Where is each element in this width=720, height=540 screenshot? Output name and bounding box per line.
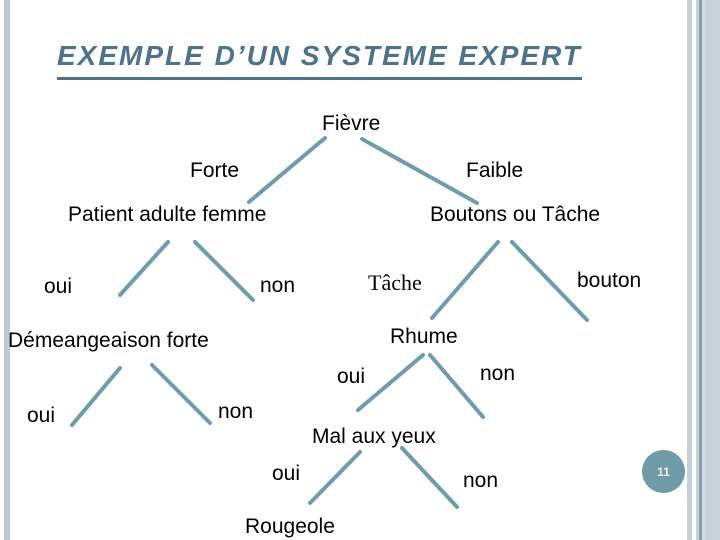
node-rougeole: Rougeole — [245, 515, 335, 538]
edge-boutons-bouton — [510, 240, 589, 322]
edge-rhume-non — [428, 353, 485, 419]
edge-patient-oui — [118, 240, 170, 297]
branch-label-non-demeangeaison: non — [218, 400, 254, 423]
branch-label-forte: Forte — [190, 159, 240, 182]
branch-label-bouton: bouton — [577, 269, 642, 292]
branch-label-tache: Tâche — [368, 270, 422, 295]
node-mal-aux-yeux: Mal aux yeux — [312, 425, 436, 448]
branch-label-non-mal-aux-yeux: non — [463, 469, 499, 492]
edge-malyeux-non — [400, 446, 459, 509]
node-demeangeaison-forte: Démeangeaison forte — [8, 329, 209, 352]
page-title: EXEMPLE D’UN SYSTEME EXPERT — [57, 40, 582, 80]
branch-label-oui-mal-aux-yeux: oui — [272, 462, 301, 485]
branch-label-oui-demeangeaison: oui — [27, 404, 56, 427]
right-border-stripe-thin — [687, 0, 692, 540]
node-rhume: Rhume — [390, 325, 458, 348]
branch-label-non-rhume: non — [480, 362, 516, 385]
branch-label-faible: Faible — [466, 159, 524, 182]
edge-patient-non — [193, 240, 255, 302]
edge-malyeux-oui — [308, 450, 362, 505]
node-boutons-ou-tache: Boutons ou Tâche — [430, 203, 601, 226]
right-border-stripe-dark-line — [699, 0, 702, 540]
edge-fievre-forte — [247, 136, 327, 204]
right-border-stripe-light-line — [702, 0, 706, 540]
edge-demeangeaison-non — [150, 363, 212, 425]
edge-demeangeaison-oui — [70, 366, 122, 427]
node-fievre: Fièvre — [322, 112, 381, 135]
edge-fievre-faible — [360, 137, 479, 205]
right-border-stripe-wide — [696, 0, 720, 540]
left-border-stripe — [4, 0, 10, 540]
branch-label-non-patient: non — [260, 274, 296, 297]
branch-label-oui-rhume: oui — [337, 365, 366, 388]
edge-rhume-oui — [356, 353, 425, 412]
page-number: 11 — [657, 464, 670, 479]
branch-label-oui-patient: oui — [44, 275, 73, 298]
page-number-badge: 11 — [642, 450, 685, 493]
edge-boutons-tache — [430, 240, 500, 320]
node-patient-adulte-femme: Patient adulte femme — [68, 203, 267, 226]
